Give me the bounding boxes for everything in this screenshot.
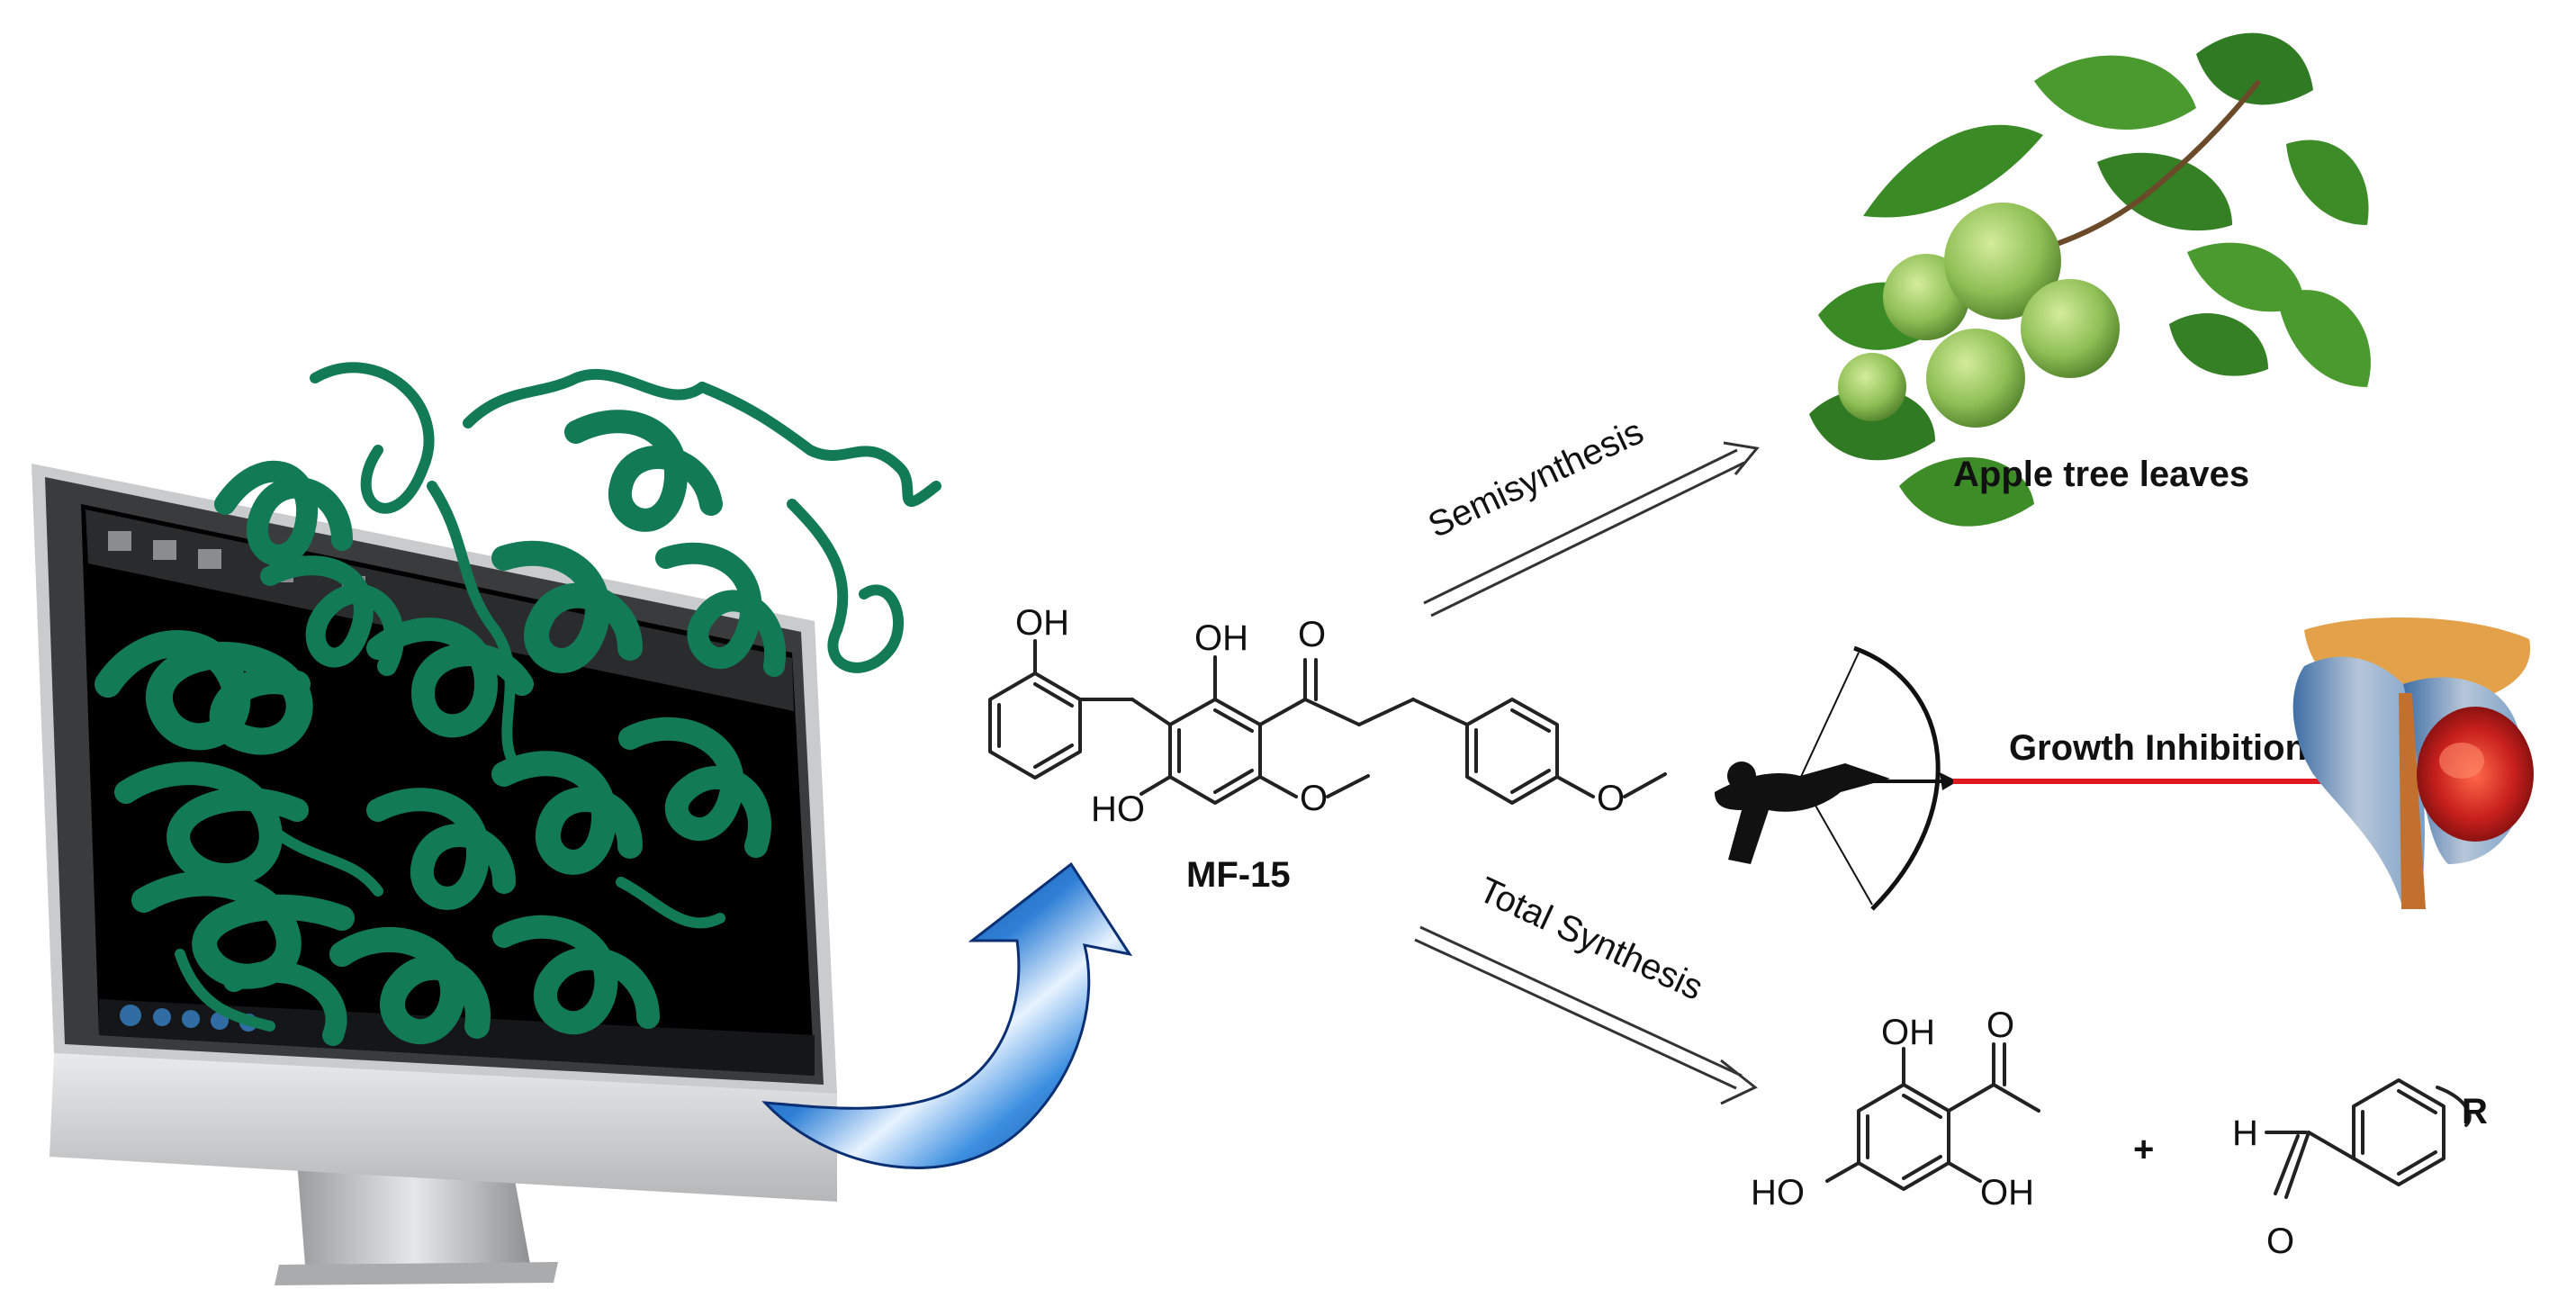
archer-icon xyxy=(1715,645,1958,911)
acetophenone-labels: OH O HO OH xyxy=(1751,1005,2034,1212)
acetophenone-carbonyl-o: O xyxy=(1986,1005,2014,1045)
acetophenone-oh-top: OH xyxy=(1881,1013,1935,1052)
aldehyde-r: R xyxy=(2462,1092,2488,1131)
mf15-oh-left: OH xyxy=(1015,603,1069,643)
aldehyde-h: H xyxy=(2232,1113,2258,1153)
semisynthesis-arrow xyxy=(1423,441,1760,617)
prostate-tumor-icon xyxy=(2292,617,2534,909)
mf15-atom-labels: OH OH O HO O O xyxy=(1015,603,1625,829)
growth-inhibition-label: Growth Inhibition xyxy=(2009,728,2307,768)
mf15-carbonyl-o: O xyxy=(1298,615,1326,654)
aldehyde-structure xyxy=(2265,1078,2472,1199)
compound-name: MF-15 xyxy=(1186,855,1291,895)
plus-sign: + xyxy=(2133,1130,2154,1169)
protein-ribbon-icon xyxy=(95,362,941,1046)
mf15-structure xyxy=(988,639,1667,805)
apple-branch-icon xyxy=(1809,32,2371,527)
acetophenone-ho-left: HO xyxy=(1751,1173,1805,1212)
mf15-ho-ring: HO xyxy=(1091,789,1145,829)
acetophenone-oh-right: OH xyxy=(1980,1173,2034,1212)
aldehyde-o: O xyxy=(2266,1221,2294,1261)
mf15-o-methoxy-c: O xyxy=(1597,779,1625,818)
source-label: Apple tree leaves xyxy=(1953,455,2249,494)
curved-arrow-icon xyxy=(761,861,1133,1169)
acetophenone-structure xyxy=(1825,1042,2040,1191)
mf15-o-methoxy-b: O xyxy=(1300,779,1328,818)
total-synthesis-label: Total Synthesis xyxy=(1473,870,1708,1008)
total-synthesis-arrow xyxy=(1414,925,1758,1105)
computer-monitor-icon xyxy=(32,464,837,1285)
mf15-oh-center: OH xyxy=(1194,618,1248,658)
aldehyde-labels: H O R xyxy=(2232,1092,2488,1261)
